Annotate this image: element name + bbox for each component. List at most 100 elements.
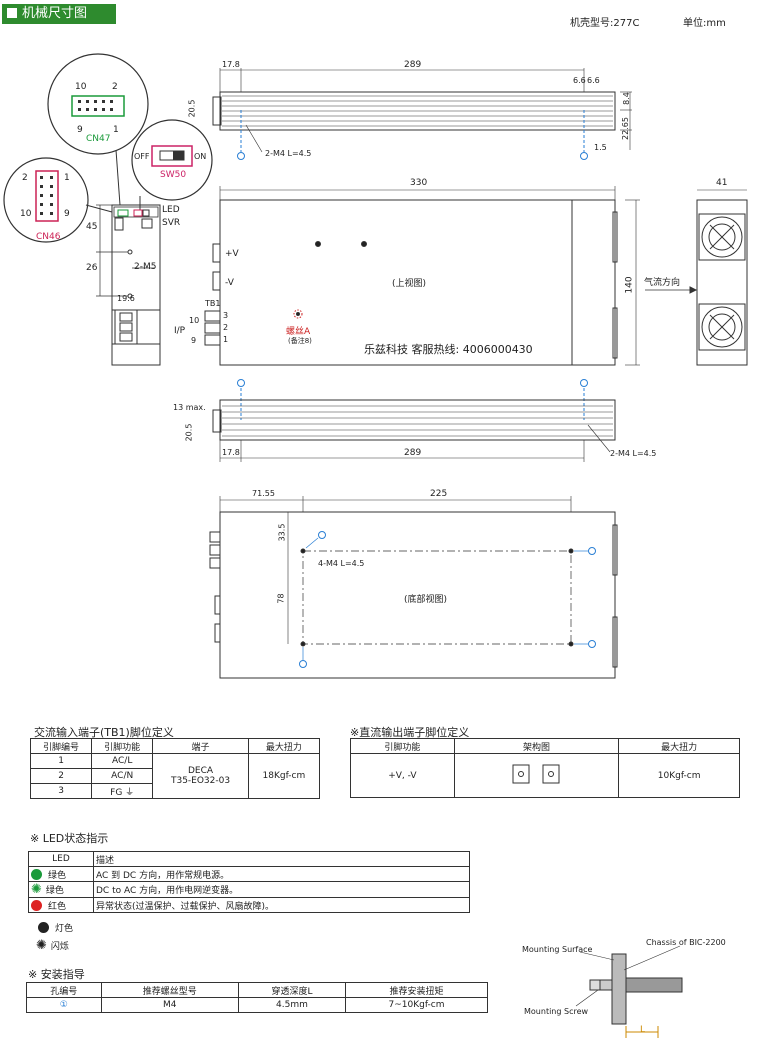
cn47-pin10: 10 [75,82,87,92]
install-header-depth: 穿透深度L [237,982,347,998]
cn47-detail [47,53,149,206]
front-profile [212,68,632,160]
tb1-pin3: 3 [223,311,229,320]
top-view [204,186,640,366]
unit-label: 单位:mm [683,18,726,29]
dim-19-6: 19.6 [117,294,135,303]
dim-6-6a: 6.6 [573,76,586,85]
fan-end-view [645,189,748,366]
led-row-green: 绿色 [28,866,94,882]
cn47-pin2: 2 [112,82,118,92]
depth-l-label: L [640,1025,646,1035]
dim-8-4: 8.4 [621,92,631,105]
ac-func: AC/L [91,753,154,769]
m5-label: 2-M5 [134,262,157,272]
dim-1-5: 1.5 [594,143,607,152]
ac-func: AC/N [91,768,154,784]
install-table: 孔编号 推荐螺丝型号 穿透深度L 推荐安装扭矩 ① M4 4.5mm 7~10K… [26,982,488,1013]
dc-diagram [453,753,620,798]
ac-torque: 18Kgf-cm [247,753,321,799]
cn46-label: CN46 [36,232,61,242]
led-label: LED [162,205,180,215]
m4-front-label: 2-M4 L=4.5 [265,149,312,158]
install-hole: ① [26,997,102,1013]
cn47-pin1: 1 [113,125,119,135]
airflow-label: 气流方向 [644,278,681,288]
red-dot-icon [31,899,42,911]
ac-header-pin: 引脚编号 [29,738,93,754]
dim-289-b: 289 [404,448,422,458]
install-torque: 7~10Kgf-cm [345,997,488,1013]
dim-140: 140 [624,276,635,294]
green-dot-icon [31,868,42,880]
screw-note: (备注8) [288,337,312,345]
led-table: LED 描述 绿色 AC 到 DC 方向，用作常规电源。 ✺绿色 DC to A… [28,851,470,913]
dc-header-torque: 最大扭力 [618,738,740,754]
led-color: 绿色 [48,870,67,881]
dim-17-8-b: 17.8 [222,448,240,457]
ip-dim-10: 10 [189,316,200,325]
install-title: ※ 安装指导 [28,968,85,981]
dc-table: 引脚功能 架构图 最大扭力 +V, -V 10Kgf-cm [350,738,740,798]
hotline-text: 乐兹科技 客服热线: 4006000430 [364,343,533,356]
ac-header-func: 引脚功能 [91,738,154,754]
install-header-screw: 推荐螺丝型号 [100,982,239,998]
tb1-pin1: 1 [223,335,229,344]
sw50-on: ON [194,152,207,161]
top-view-title: (上视图) [392,279,427,289]
dim-330: 330 [410,178,428,188]
dc-header-func: 引脚功能 [350,738,455,754]
dim-26: 26 [86,263,98,273]
black-dot-icon [38,922,49,933]
vplus-label: +V [225,249,239,259]
cn46-detail [3,157,113,243]
mechanical-drawing [3,53,748,679]
sw50-detail [131,119,213,210]
end-view [96,204,161,366]
legend-steady-label: 灯色 [55,924,74,934]
m4-side-label: 2-M4 L=4.5 [610,449,657,458]
dim-17-8: 17.8 [222,60,240,69]
chassis-label: Chassis of BIC-2200 [646,938,726,947]
screw-a-label: 螺丝A [286,327,311,337]
mounting-diagram [575,945,683,1038]
led-desc: DC to AC 方向，用作电网逆变器。 [93,881,470,898]
ip-dim-9: 9 [191,336,197,345]
dim-78: 78 [276,593,286,604]
sw50-label: SW50 [160,170,187,180]
ac-header-terminal: 端子 [152,738,249,754]
legend-steady: 灯色 [38,921,73,934]
cn46-pin1: 1 [64,173,70,183]
cn46-pin9: 9 [64,209,70,219]
ac-table-title: 交流输入端子(TB1)脚位定义 [34,726,174,739]
dim-20-5: 20.5 [187,99,197,118]
bottom-view-title: (底部视图) [404,595,448,605]
install-header-hole: 孔编号 [26,982,102,998]
ip-label: I/P [174,326,186,336]
side-view-2 [212,379,616,462]
square-icon [7,8,17,18]
dim-71-55: 71.55 [252,489,275,498]
green-blink-icon: ✺ [31,882,42,897]
dim-289: 289 [404,60,422,70]
dc-table-title: ※直流输出端子脚位定义 [350,726,470,739]
install-header-torque: 推荐安装扭矩 [345,982,488,998]
legend-blink-label: 闪烁 [50,942,69,952]
ac-terminal-line1: DECA [188,766,214,776]
tb1-label: TB1 [205,299,221,308]
dim-20-5-b: 20.5 [184,423,194,442]
mounting-surface-label: Mounting Surface [522,945,593,954]
ac-header-torque: 最大扭力 [247,738,321,754]
mounting-screw-label: Mounting Screw [524,1007,589,1016]
dc-torque: 10Kgf-cm [618,753,740,798]
ac-func: FG ⏚ [91,783,154,799]
dim-6-6b: 6.6 [587,76,600,85]
tb1-pin2: 2 [223,323,229,332]
terminal-diagram [512,764,560,784]
cn46-pin2: 2 [22,173,28,183]
install-depth: 4.5mm [237,997,347,1013]
ac-pin: 2 [29,768,93,784]
section-header: 机械尺寸图 [2,4,116,24]
m4-bottom-label: 4-M4 L=4.5 [318,559,365,568]
